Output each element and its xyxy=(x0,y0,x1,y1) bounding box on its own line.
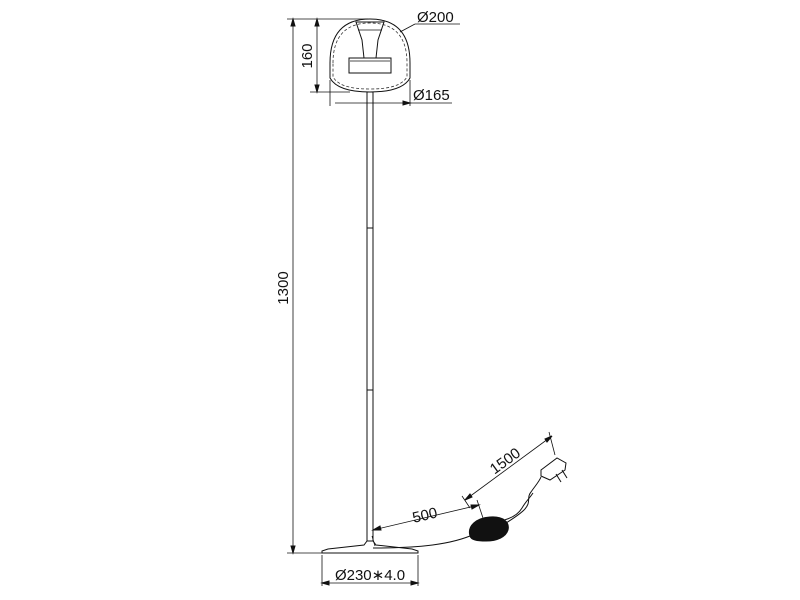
base-arrow-left xyxy=(320,580,330,586)
lamp-pole xyxy=(366,91,374,542)
shade-height-arrow-top xyxy=(314,17,320,27)
switch-cable-arrow-end xyxy=(470,504,481,510)
total-height-arrow-bottom xyxy=(290,545,296,555)
plug-cable-ext-plug xyxy=(548,431,556,456)
cord-base-to-switch xyxy=(372,535,471,549)
plug-cable-arrow-end xyxy=(544,435,553,443)
cord-switch-to-plug xyxy=(505,476,542,524)
power-plug xyxy=(540,457,567,481)
base-spec-label: Ø230∗4.0 xyxy=(335,567,405,584)
shade-lamp-holder xyxy=(348,57,392,74)
dim-total-height: 1300 xyxy=(275,17,322,555)
dim-shade-height: 160 xyxy=(299,17,368,94)
total-height-label: 1300 xyxy=(275,271,292,304)
pole-body xyxy=(366,91,374,542)
base-plate xyxy=(321,540,419,554)
shade-height-label: 160 xyxy=(299,43,316,68)
dim-shade-diameter: Ø200 xyxy=(399,9,460,33)
foot-switch xyxy=(468,516,509,542)
shade-bottom-diameter-label: Ø165 xyxy=(413,87,450,104)
power-cord xyxy=(372,457,568,549)
plug-pin-2 xyxy=(561,469,568,479)
shade-outline xyxy=(329,18,411,93)
shade-diameter-label: Ø200 xyxy=(417,9,454,26)
shade-inner-outline xyxy=(332,22,408,90)
lamp-shade xyxy=(329,18,411,93)
switch-cable-dim-line xyxy=(372,504,480,531)
shade-reflector-cone xyxy=(355,21,385,59)
lamp-base xyxy=(321,540,419,554)
total-height-arrow-top xyxy=(290,17,296,27)
dim-switch-cable: 500 xyxy=(371,499,484,547)
plug-cable-arrow-start xyxy=(464,493,473,501)
shade-bottom-arrow xyxy=(402,100,412,106)
cord-wrap xyxy=(499,492,534,522)
switch-cable-ext-base xyxy=(371,535,376,547)
shade-height-arrow-bottom xyxy=(314,84,320,94)
plug-cable-dim-line xyxy=(464,435,553,501)
switch-cable-label: 500 xyxy=(411,505,439,527)
shade-diameter-leader xyxy=(399,23,416,33)
switch-cable-arrow-start xyxy=(371,525,382,531)
plug-pin-1 xyxy=(555,473,562,483)
base-arrow-right xyxy=(410,580,420,586)
plug-cable-ext-switch xyxy=(461,495,471,509)
switch-cable-ext-switch xyxy=(476,499,484,519)
dim-shade-bottom-diameter: Ø165 xyxy=(329,80,452,106)
dim-base: Ø230∗4.0 xyxy=(320,555,420,586)
plug-cable-label: 1500 xyxy=(487,445,524,478)
